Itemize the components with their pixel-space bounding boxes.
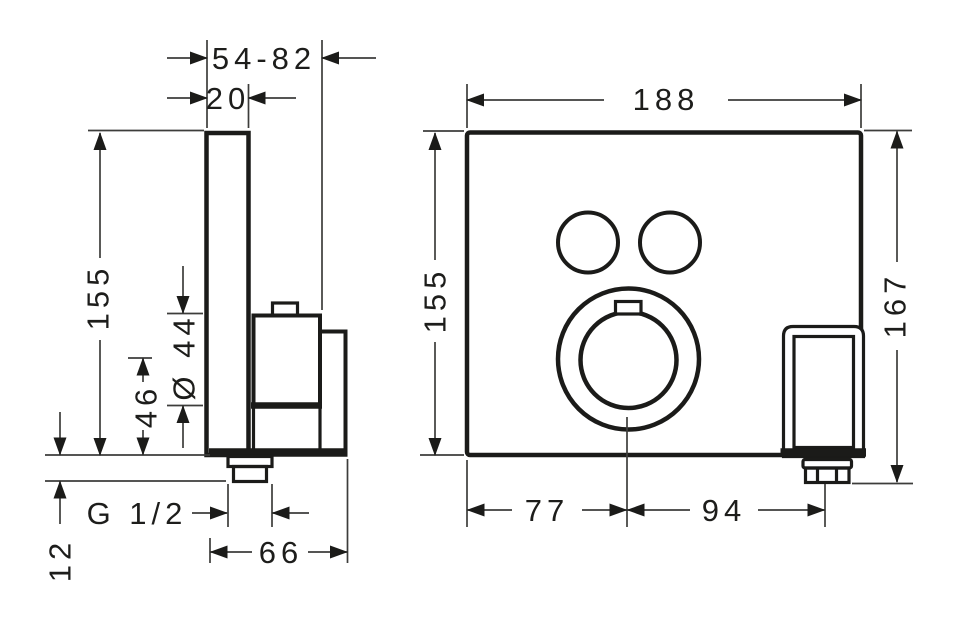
shower-holder-side — [320, 329, 348, 449]
side-view: 54-82 20 155 Ø 44 46 — [43, 40, 376, 582]
select-button-left — [556, 210, 620, 275]
dim-label-total-depth: 66 — [259, 535, 303, 570]
dim-label-install-depth: 54-82 — [212, 41, 316, 76]
side-view-object — [204, 130, 348, 484]
wall-plate-side — [204, 130, 251, 458]
dimension-outlet-offset: 94 — [626, 493, 826, 528]
thermostat-dial-outer — [555, 286, 702, 432]
dim-label-dial-offset: 77 — [525, 493, 569, 528]
side-view-extension-lines — [45, 40, 349, 563]
dim-label-overall-height: 167 — [878, 272, 913, 339]
dimension-install-depth: 54-82 — [167, 41, 376, 76]
dim-label-outlet-offset: 94 — [702, 493, 746, 528]
dimension-outlet-thread: G 1/2 — [87, 496, 309, 531]
thermostat-dial-inner — [578, 309, 679, 411]
dim-label-knob-diameter: Ø 44 — [167, 313, 202, 400]
dial-marker-tab — [613, 299, 643, 316]
dimension-dial-offset: 77 — [466, 493, 628, 528]
handle-grip-tab-side — [270, 301, 300, 318]
dim-label-plate-width: 188 — [633, 82, 700, 117]
dim-label-front-height: 155 — [418, 267, 453, 334]
dim-label-outlet-protrusion: 12 — [43, 538, 78, 582]
dimension-total-depth: 66 — [209, 535, 348, 570]
dimension-knob-diameter: Ø 44 — [167, 266, 202, 448]
shower-holder-front — [781, 324, 866, 459]
dimension-plate-thickness: 20 — [167, 81, 296, 116]
dimension-overall-height: 167 — [878, 130, 913, 483]
front-view: 188 155 167 77 94 — [418, 82, 913, 528]
dimension-plate-width: 188 — [466, 82, 862, 117]
dimension-outlet-protrusion: 12 — [43, 412, 78, 582]
dimension-front-height: 155 — [418, 132, 453, 456]
hose-nut-body — [803, 466, 851, 485]
dimension-side-height: 155 — [81, 132, 116, 456]
faceplate-front — [464, 130, 864, 458]
select-button-right — [638, 210, 702, 275]
front-view-object — [464, 130, 866, 485]
dimension-knob-center-height: 46 — [129, 357, 164, 456]
outlet-nipple-side — [231, 464, 269, 484]
dim-label-knob-center-height: 46 — [129, 384, 164, 428]
dim-label-outlet-thread: G 1/2 — [87, 496, 188, 531]
dim-label-plate-thickness: 20 — [206, 81, 250, 116]
handle-knob-side — [251, 313, 322, 407]
shower-holder-front-inner — [792, 334, 856, 450]
dim-label-side-height: 155 — [81, 264, 116, 331]
